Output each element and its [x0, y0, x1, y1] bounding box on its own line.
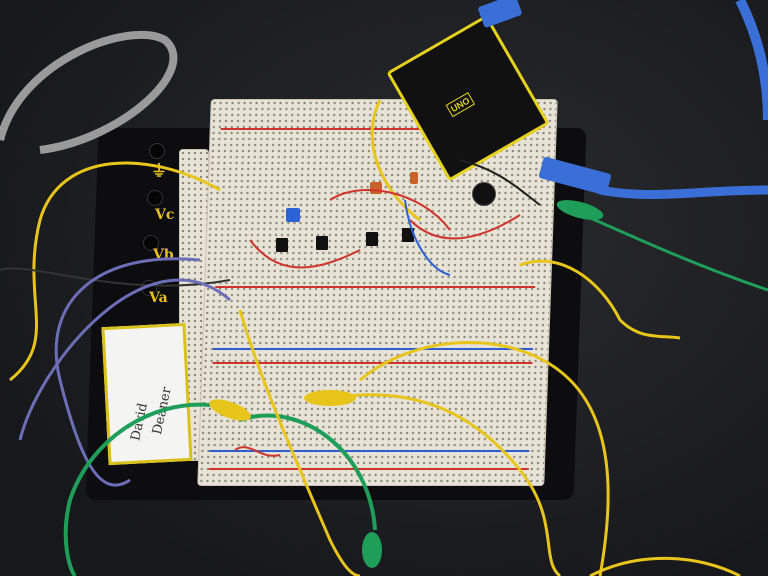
potentiometer: [286, 208, 300, 222]
ic-chip: [276, 238, 288, 252]
terminal-hole-vb: [143, 235, 159, 251]
terminal-hole-ground: [149, 143, 165, 159]
ic-chip: [366, 232, 378, 246]
terminal-hole-vc: [147, 190, 163, 206]
label-vc: Vc: [155, 207, 175, 223]
ic-chip: [402, 228, 414, 242]
ic-chip: [316, 236, 328, 250]
label-va: Va: [149, 290, 168, 306]
buzzer: [472, 182, 496, 206]
led: [410, 172, 418, 184]
